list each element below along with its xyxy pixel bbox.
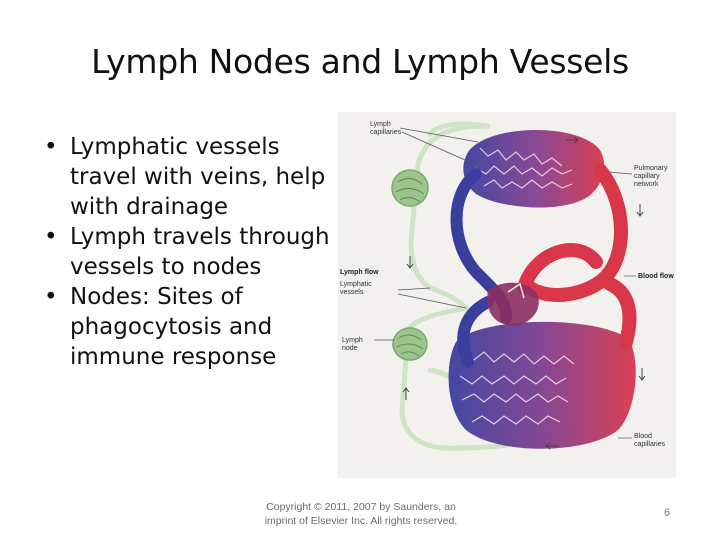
bullet-text: Lymph travels through vessels to nodes	[70, 224, 330, 280]
pulmonary-capillary-bed	[463, 129, 605, 208]
label-lymph-capillaries: Lymph	[370, 121, 391, 128]
label-lymphatic-vessels: vessels	[340, 289, 364, 296]
label-lymph-node: node	[342, 345, 358, 352]
lymph-node-upper	[391, 169, 429, 207]
bullet-dot: •	[44, 224, 58, 250]
bullet-item: • Nodes: Sites of phagocytosis and immune…	[44, 282, 334, 372]
label-pulmonary-capillary-network: network	[634, 181, 659, 188]
diagram-labels: Lymph capillaries Pulmonary capillary ne…	[340, 121, 674, 448]
bullet-dot: •	[44, 134, 58, 160]
lymph-node-lower	[392, 327, 428, 361]
label-lymph-flow: Lymph flow	[340, 269, 379, 276]
copyright-notice: Copyright © 2011, 2007 by Saunders, an i…	[264, 501, 458, 527]
flow-arrows	[402, 136, 646, 450]
label-blood-flow: Blood flow	[638, 273, 674, 280]
lymph-circulation-diagram: Lymph capillaries Pulmonary capillary ne…	[338, 112, 676, 478]
slide-title: Lymph Nodes and Lymph Vessels	[91, 42, 629, 81]
label-lymph-capillaries: capillaries	[370, 129, 402, 136]
bullet-text: Lymphatic vessels travel with veins, hel…	[70, 134, 326, 220]
label-lymph-node: Lymph	[342, 337, 363, 344]
label-lymphatic-vessels: Lymphatic	[340, 281, 372, 288]
heart	[487, 282, 539, 326]
diagram-svg: Lymph capillaries Pulmonary capillary ne…	[340, 121, 674, 451]
systemic-capillary-bed	[448, 321, 636, 449]
label-pulmonary-capillary-network: capillary	[634, 173, 660, 180]
label-blood-capillaries: Blood	[634, 433, 652, 440]
bullet-dot: •	[44, 284, 58, 310]
page-number: 6	[664, 507, 671, 519]
bullet-text: Nodes: Sites of phagocytosis and immune …	[70, 284, 277, 370]
leader-lines	[374, 127, 636, 439]
bullet-item: • Lymphatic vessels travel with veins, he…	[44, 132, 334, 222]
label-pulmonary-capillary-network: Pulmonary	[634, 165, 668, 172]
label-blood-capillaries: capillaries	[634, 441, 666, 448]
bullet-list: • Lymphatic vessels travel with veins, he…	[44, 132, 334, 372]
bullet-item: • Lymph travels through vessels to nodes	[44, 222, 334, 282]
arterial-vessel	[517, 163, 637, 349]
